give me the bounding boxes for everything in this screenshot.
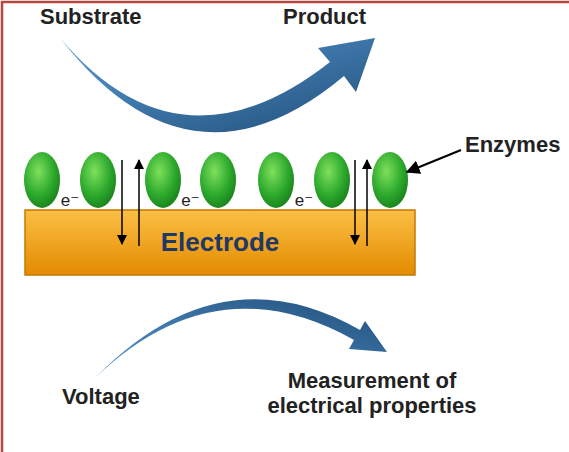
enzyme (258, 152, 294, 208)
enzyme (80, 152, 116, 208)
enzyme (200, 152, 236, 208)
leader-arrow (407, 150, 461, 172)
enzyme (145, 152, 181, 208)
signal-arrow (95, 299, 387, 378)
substrate-label: Substrate (40, 4, 141, 29)
electron-transfer-arrow (121, 160, 123, 244)
electrode-body (25, 210, 415, 275)
electron-label: e⁻ (291, 192, 317, 209)
electrode-box: Electrode (25, 210, 415, 275)
enzymes-label: Enzymes (465, 132, 560, 157)
enzyme (372, 152, 408, 208)
voltage-label: Voltage (62, 384, 140, 409)
node-text: Electrode (161, 228, 280, 258)
reaction-arrow (60, 38, 375, 132)
measurement-label: Measurement of electrical properties (257, 368, 487, 419)
electron-label: e⁻ (57, 192, 83, 209)
enzyme-row (24, 152, 408, 208)
product-label: Product (283, 4, 366, 29)
enzyme (314, 152, 350, 208)
electron-label: e⁻ (178, 192, 204, 209)
enzyme (24, 152, 60, 208)
electron-transfer-arrow (354, 160, 356, 244)
electron-transfer-arrow (138, 160, 140, 246)
electron-transfer-arrow (366, 160, 368, 246)
